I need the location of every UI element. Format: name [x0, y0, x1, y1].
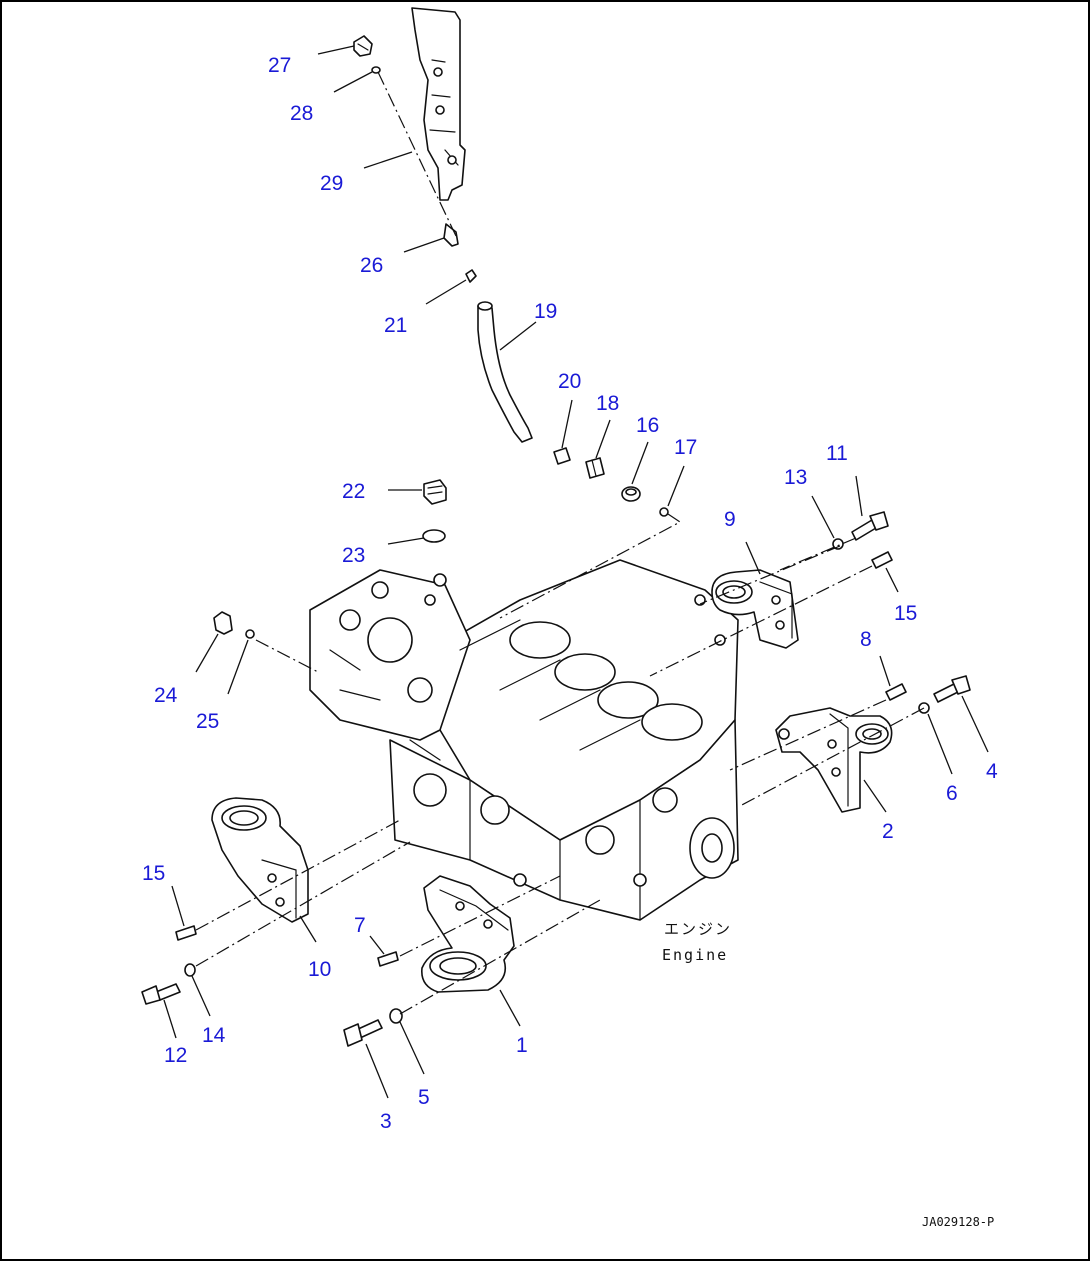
bolt-4 — [933, 675, 971, 703]
callout-15-upper: 15 — [894, 602, 917, 625]
tube-19 — [477, 301, 533, 443]
callouts: 27 28 29 26 21 19 20 18 16 17 22 23 13 1… — [142, 54, 998, 1133]
callout-27: 27 — [268, 54, 291, 77]
callout-24: 24 — [154, 684, 178, 707]
plug-22 — [423, 479, 447, 505]
o-ring-28 — [371, 66, 381, 74]
o-ring-23 — [422, 529, 446, 543]
callout-11: 11 — [826, 442, 848, 465]
callout-7: 7 — [354, 914, 366, 937]
callout-2: 2 — [882, 820, 894, 843]
o-ring-25 — [245, 629, 255, 639]
bracket-2 — [775, 707, 893, 813]
pin-7 — [377, 951, 399, 967]
callout-16: 16 — [636, 414, 659, 437]
assembly-centerlines — [195, 513, 925, 1015]
callout-9: 9 — [724, 508, 736, 531]
bolt-3 — [343, 1019, 383, 1047]
callout-20: 20 — [558, 370, 581, 393]
centerline-dipstick — [377, 71, 457, 237]
callout-12: 12 — [164, 1044, 187, 1067]
drawing-code: JA029128-P — [922, 1215, 994, 1229]
callout-15-lower: 15 — [142, 862, 165, 885]
callout-21: 21 — [384, 314, 407, 337]
engine-block — [309, 559, 739, 921]
engine-label-en: Engine — [662, 946, 728, 964]
callout-10: 10 — [308, 958, 331, 981]
callout-18: 18 — [596, 392, 619, 415]
fitting-20 — [553, 447, 571, 465]
elbow-fitting-27 — [353, 35, 373, 57]
callout-17: 17 — [674, 436, 697, 459]
bolt-12 — [141, 983, 181, 1005]
callout-26: 26 — [360, 254, 383, 277]
connector-26 — [443, 223, 459, 247]
nipple-21 — [465, 269, 477, 283]
bracket-1 — [421, 875, 515, 993]
callout-6: 6 — [946, 782, 958, 805]
pin-8 — [885, 683, 907, 701]
callout-28: 28 — [290, 102, 313, 125]
engine-label-jp: エンジン — [664, 920, 732, 938]
plug-24 — [213, 611, 233, 635]
cap-16 — [621, 486, 641, 502]
callout-25: 25 — [196, 710, 219, 733]
callout-4: 4 — [986, 760, 998, 783]
callout-22: 22 — [342, 480, 365, 503]
leader-lines — [163, 45, 989, 1099]
bracket-10 — [211, 797, 309, 923]
callout-19: 19 — [534, 300, 557, 323]
o-ring-17 — [659, 507, 669, 517]
callout-29: 29 — [320, 172, 343, 195]
dipstick-bracket — [411, 7, 466, 201]
callout-3: 3 — [380, 1110, 392, 1133]
bolt-11 — [851, 511, 889, 541]
washer-5 — [389, 1008, 403, 1024]
washer-13 — [832, 538, 844, 550]
fitting-18 — [585, 457, 605, 479]
callout-13: 13 — [784, 466, 807, 489]
pin-15-upper — [871, 551, 893, 569]
washer-14 — [184, 963, 196, 977]
callout-5: 5 — [418, 1086, 430, 1109]
pin-15-lower — [175, 925, 197, 941]
callout-8: 8 — [860, 628, 872, 651]
callout-14: 14 — [202, 1024, 226, 1047]
callout-1: 1 — [516, 1034, 528, 1057]
callout-23: 23 — [342, 544, 365, 567]
